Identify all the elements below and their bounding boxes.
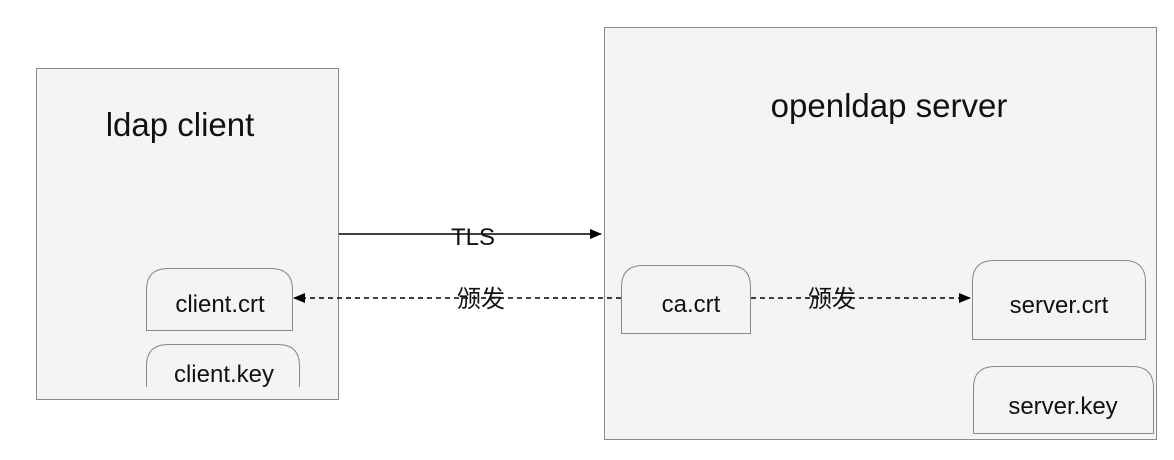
tls-label: TLS: [451, 224, 495, 251]
server-key-file: server.key: [973, 366, 1154, 434]
tls-connection-arrow: TLS: [339, 224, 602, 251]
issue-to-client-arrow: 颁发: [293, 285, 621, 313]
server-key-label: server.key: [1008, 393, 1117, 420]
server-crt-label: server.crt: [1010, 292, 1109, 319]
client-crt-file: client.crt: [146, 268, 293, 331]
openldap-server-title: openldap server: [771, 87, 1008, 124]
ca-crt-file: ca.crt: [621, 265, 751, 334]
server-crt-file: server.crt: [972, 260, 1146, 340]
issue-to-server-label: 颁发: [808, 285, 856, 313]
issue-to-server-arrow: 颁发: [751, 285, 971, 313]
issue-to-client-label: 颁发: [457, 285, 505, 313]
ldap-client-title: ldap client: [106, 106, 255, 143]
client-key-label: client.key: [174, 361, 274, 388]
ca-crt-label: ca.crt: [662, 291, 721, 318]
client-key-file: client.key: [146, 344, 300, 388]
client-crt-label: client.crt: [175, 291, 265, 318]
